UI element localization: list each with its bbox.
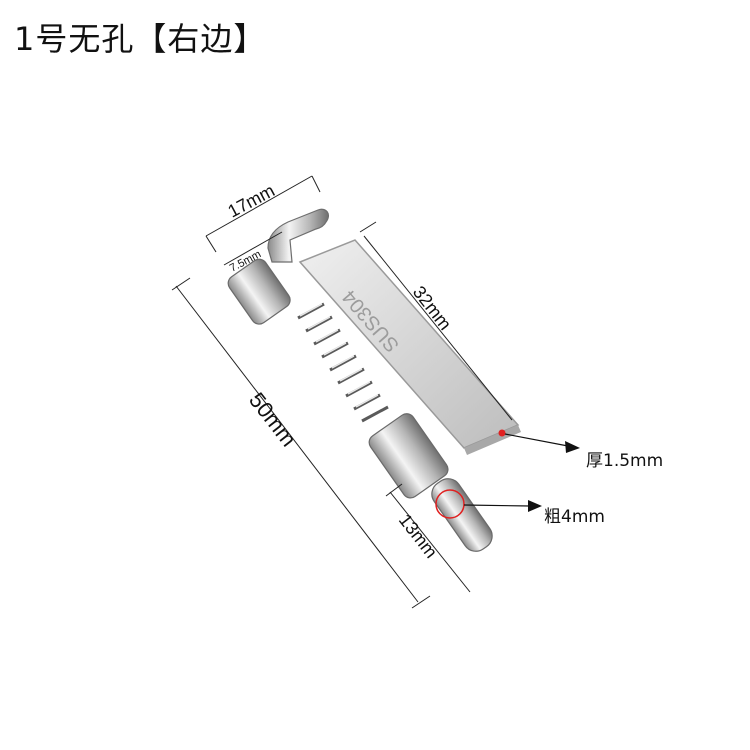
protruding-pin — [431, 478, 493, 552]
diameter-arrow-head — [528, 500, 542, 512]
top-collar — [227, 258, 291, 325]
plate-edge — [464, 425, 521, 455]
product-title: 1号无孔【右边】 — [14, 20, 267, 58]
dimension-lines — [171, 175, 513, 609]
dim-width-top: 17mm — [224, 180, 278, 221]
dim-total-length: 50mm — [244, 388, 301, 452]
bottom-barrel — [368, 413, 449, 499]
top-bent-pin — [267, 208, 330, 263]
hinge-product: SUS304 — [227, 208, 521, 552]
thickness-arrow-head — [565, 441, 580, 453]
thickness-arrow-line — [504, 433, 569, 447]
thickness-marker — [498, 429, 506, 437]
dim-pin-length: 13mm — [395, 510, 442, 562]
diameter-marker — [435, 489, 465, 519]
callout-thickness: 厚1.5mm — [586, 451, 663, 471]
spring-highlight — [299, 303, 379, 408]
callout-diameter: 粗4mm — [544, 507, 605, 527]
spring — [297, 302, 389, 423]
diameter-arrow-line — [463, 504, 531, 507]
